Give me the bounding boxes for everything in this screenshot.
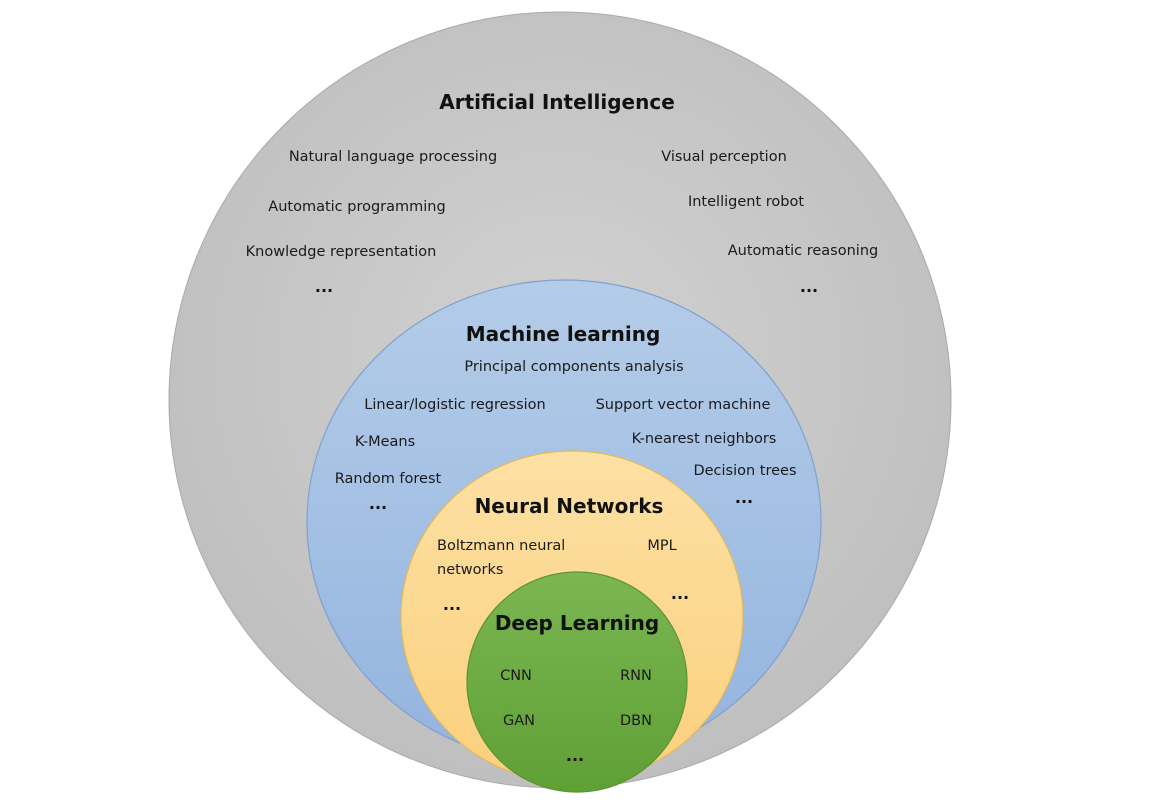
ai-item-automatic-reasoning: Automatic reasoning (728, 243, 878, 259)
ml-item-pca: Principal components analysis (464, 359, 683, 375)
ai-item-nlp: Natural language processing (289, 149, 497, 165)
nn-item-boltzmann-line2: networks (437, 562, 503, 578)
nn-item-mpl: MPL (647, 538, 676, 554)
ai-item-visual-perception: Visual perception (661, 149, 787, 165)
dl-item-rnn: RNN (620, 668, 652, 684)
ai-more-right: ... (800, 277, 818, 296)
ai-item-knowledge-representation: Knowledge representation (246, 244, 437, 260)
nn-item-boltzmann-line1: Boltzmann neural (437, 538, 565, 554)
ml-more-right: ... (735, 488, 753, 507)
ai-more-left: ... (315, 277, 333, 296)
dl-item-gan: GAN (503, 713, 535, 729)
ml-item-random-forest: Random forest (335, 471, 442, 487)
dl-title: Deep Learning (495, 611, 659, 635)
dl-circle (466, 571, 688, 793)
nn-title: Neural Networks (475, 494, 664, 518)
nn-more-left: ... (443, 595, 461, 614)
ml-more-left: ... (369, 494, 387, 513)
ai-title: Artificial Intelligence (439, 90, 675, 114)
dl-item-dbn: DBN (620, 713, 652, 729)
ml-item-linear-logistic-regression: Linear/logistic regression (364, 397, 545, 413)
nn-more-right: ... (671, 584, 689, 603)
ml-item-kmeans: K-Means (355, 434, 415, 450)
ai-item-automatic-programming: Automatic programming (268, 199, 445, 215)
dl-item-cnn: CNN (500, 668, 532, 684)
ml-item-knn: K-nearest neighbors (632, 431, 777, 447)
ml-title: Machine learning (466, 322, 661, 346)
ml-item-decision-trees: Decision trees (693, 463, 796, 479)
ml-item-svm: Support vector machine (596, 397, 771, 413)
dl-more: ... (566, 746, 584, 765)
ai-item-intelligent-robot: Intelligent robot (688, 194, 804, 210)
